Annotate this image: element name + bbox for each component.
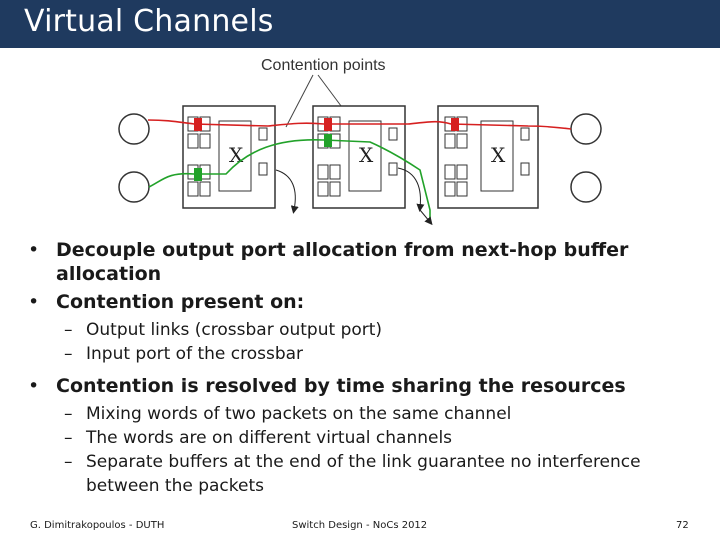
footer-author: G. Dimitrakopoulos - DUTH bbox=[30, 520, 165, 531]
router-1: X bbox=[182, 105, 276, 209]
sub-bullet-2-2: Input port of the crossbar bbox=[28, 342, 708, 366]
exit-arrow-3 bbox=[419, 209, 433, 226]
callout-line-left bbox=[285, 74, 314, 128]
bullet-list: Decouple output port allocation from nex… bbox=[28, 238, 708, 498]
dest-node-top bbox=[570, 113, 602, 145]
exit-arrow-1 bbox=[275, 169, 299, 214]
slide-title: Virtual Channels bbox=[24, 4, 274, 39]
callout-label: Contention points bbox=[261, 57, 386, 74]
source-node-top bbox=[118, 113, 150, 145]
exit-arrow-2 bbox=[397, 167, 425, 212]
sub-bullet-3-3: Separate buffers at the end of the link … bbox=[28, 450, 708, 498]
title-bar: Virtual Channels bbox=[0, 0, 720, 48]
sub-bullet-2-1: Output links (crossbar output port) bbox=[28, 318, 708, 342]
bullet-3: Contention is resolved by time sharing t… bbox=[28, 374, 708, 398]
router-2: X bbox=[312, 105, 406, 209]
sub-bullet-3-1: Mixing words of two packets on the same … bbox=[28, 402, 708, 426]
sub-bullet-3-2: The words are on different virtual chann… bbox=[28, 426, 708, 450]
router-diagram: Contention points X X bbox=[118, 57, 602, 226]
crossbar-symbol-2: X bbox=[359, 143, 374, 167]
source-node-bottom bbox=[118, 171, 150, 203]
router-3: X bbox=[437, 105, 539, 209]
page-number: 72 bbox=[676, 520, 689, 531]
bullet-2: Contention present on: bbox=[28, 290, 708, 314]
dest-node-bottom bbox=[570, 171, 602, 203]
bullet-1: Decouple output port allocation from nex… bbox=[28, 238, 708, 286]
crossbar-symbol-3: X bbox=[491, 143, 506, 167]
green-packet-path bbox=[148, 139, 431, 222]
red-packet-path bbox=[147, 119, 572, 130]
footer-title: Switch Design - NoCs 2012 bbox=[292, 520, 428, 531]
